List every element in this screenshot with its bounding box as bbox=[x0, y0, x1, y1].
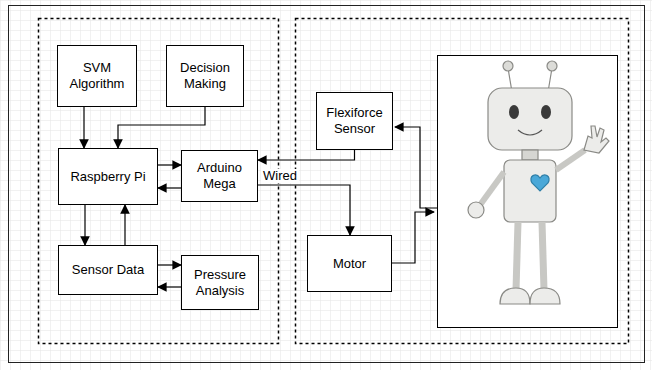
robot-illustration bbox=[468, 61, 609, 304]
controller-group bbox=[39, 19, 279, 344]
feedback-wire bbox=[395, 127, 437, 208]
box-label: Raspberry Pi bbox=[70, 169, 145, 185]
connector-arrow bbox=[124, 205, 125, 245]
connector-arrow bbox=[118, 107, 205, 148]
box-label: Sensor Data bbox=[72, 262, 144, 278]
robot-group bbox=[296, 19, 629, 344]
connector-arrow bbox=[158, 264, 181, 265]
connector-arrow bbox=[84, 205, 85, 245]
process-box: Sensor Data bbox=[58, 245, 158, 295]
outer-frame bbox=[9, 6, 645, 363]
drive-wire bbox=[392, 212, 434, 263]
process-box: Decision Making bbox=[166, 45, 244, 107]
connector-arrow bbox=[158, 286, 181, 287]
box-label: Arduino Mega bbox=[185, 160, 254, 191]
box-label: Flexiforce Sensor bbox=[320, 105, 389, 136]
process-box: Raspberry Pi bbox=[58, 148, 158, 205]
box-label: Decision Making bbox=[170, 60, 240, 91]
process-box: Motor bbox=[307, 235, 392, 292]
box-label: SVM Algorithm bbox=[61, 60, 133, 91]
process-box: Pressure Analysis bbox=[181, 255, 259, 310]
connector-arrow bbox=[158, 164, 181, 165]
robot-frame bbox=[438, 56, 618, 328]
connector-arrow bbox=[258, 150, 355, 160]
box-label: Pressure Analysis bbox=[185, 267, 255, 298]
connector-arrow bbox=[258, 185, 350, 235]
box-label: Motor bbox=[333, 256, 366, 272]
connector-arrow bbox=[83, 107, 84, 148]
edge-label: Wired bbox=[261, 169, 299, 183]
process-box: Flexiforce Sensor bbox=[316, 92, 393, 150]
connector-arrow bbox=[158, 187, 181, 188]
process-box: SVM Algorithm bbox=[57, 45, 137, 107]
process-box: Arduino Mega bbox=[181, 150, 258, 202]
